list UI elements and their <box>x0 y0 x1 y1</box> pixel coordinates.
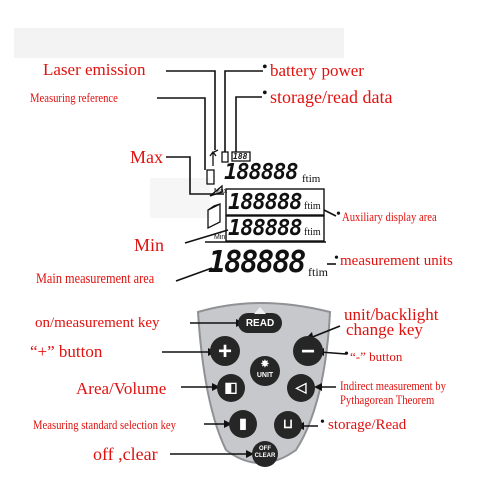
label-measuring-standard: Measuring standard selection key <box>33 417 176 432</box>
leader-main <box>175 267 213 282</box>
lcd-unit-main: ftim <box>308 265 328 279</box>
leader-storage <box>235 96 262 152</box>
read-button[interactable]: READ <box>238 307 282 333</box>
lcd-row3-box <box>225 215 325 242</box>
label-minus-button: “-” button <box>350 349 403 364</box>
label-storage-read-data: storage/read data <box>270 87 393 107</box>
lcd-max-tag: Max <box>214 188 228 195</box>
reference-icon: ▮ <box>239 415 247 431</box>
off-label: OFF <box>259 446 271 452</box>
bullet-dot: • <box>336 207 341 222</box>
minus-button[interactable]: − <box>293 336 323 366</box>
leader-reference <box>157 97 206 170</box>
area-volume-segment <box>207 202 221 230</box>
lcd-row3-digits: 188888 <box>228 216 302 241</box>
leader-battery <box>224 70 263 152</box>
leader-min <box>184 229 229 244</box>
lcd-row2-digits: 188888 <box>228 190 302 215</box>
label-plus-button: “+” button <box>30 342 103 361</box>
bullet-dot: • <box>262 85 268 102</box>
label-storage-read: storage/Read <box>328 417 407 433</box>
label-area-volume: Area/Volume <box>76 379 167 398</box>
blank-patch <box>14 28 344 58</box>
label-max: Max <box>130 147 163 167</box>
lcd-unit-row3: ftim <box>304 227 321 238</box>
clear-label: CLEAR <box>254 453 276 459</box>
off-clear-button[interactable]: OFF CLEAR <box>252 441 278 467</box>
storage-icon: ⊔ <box>282 416 294 431</box>
label-min: Min <box>134 235 165 255</box>
plus-button[interactable]: + <box>210 336 240 366</box>
blank-patch <box>150 178 210 218</box>
cube-icon: ◧ <box>224 379 238 395</box>
label-laser-emission: Laser emission <box>43 60 146 79</box>
minus-icon: − <box>300 338 315 365</box>
plus-icon: + <box>217 338 232 365</box>
lcd-row2-box <box>225 188 325 216</box>
label-indirect-2: Pythagorean Theorem <box>340 392 435 407</box>
leader-aux <box>323 209 337 217</box>
lcd-row1-digits: 188888 <box>224 160 298 185</box>
leader-max <box>166 156 224 195</box>
bullet-dot: • <box>262 59 268 76</box>
lcd-storage-counter: 188 <box>233 152 248 161</box>
read-label: READ <box>245 318 275 329</box>
label-measurement-units: measurement units <box>340 253 453 269</box>
label-off-clear: off ,clear <box>93 444 158 464</box>
label-main-measurement: Main measurement area <box>36 271 155 287</box>
triangle-icon: ◁ <box>295 379 307 395</box>
bullet-dot: • <box>344 347 349 362</box>
lcd-unit-row2: ftim <box>304 201 321 212</box>
read-arrow-icon <box>254 307 266 314</box>
unit-label: UNIT <box>256 372 274 379</box>
leader-minus <box>319 351 347 355</box>
label-indirect-1: Indirect measurement by <box>340 378 446 393</box>
storage-read-button[interactable]: ⊔ <box>274 411 302 439</box>
backlight-icon: ✸ <box>260 359 270 370</box>
unit-button[interactable]: ✸ UNIT <box>250 356 280 386</box>
reference-segment <box>206 169 215 185</box>
leader-laser <box>166 70 216 150</box>
lcd-main-digits: 188888 <box>208 245 306 280</box>
leader-unit <box>309 325 341 339</box>
label-unit-backlight-1: unit/backlight <box>344 305 439 324</box>
lcd-min-tag: Min <box>214 234 226 241</box>
area-volume-button[interactable]: ◧ <box>217 374 245 402</box>
label-measuring-reference: Measuring reference <box>30 90 118 105</box>
label-battery-power: battery power <box>270 61 364 80</box>
bullet-dot: • <box>320 415 325 430</box>
storage-segment <box>231 151 251 162</box>
bullet-dot: • <box>334 251 339 266</box>
label-on-measurement: on/measurement key <box>35 315 160 331</box>
reference-select-button[interactable]: ▮ <box>229 410 257 438</box>
label-auxiliary-display: Auxiliary display area <box>342 209 437 224</box>
pythagoras-segment <box>209 184 223 197</box>
indirect-measure-button[interactable]: ◁ <box>287 374 315 402</box>
lcd-unit-row1: ftim <box>302 173 321 185</box>
label-unit-backlight-2: change key <box>346 320 423 339</box>
